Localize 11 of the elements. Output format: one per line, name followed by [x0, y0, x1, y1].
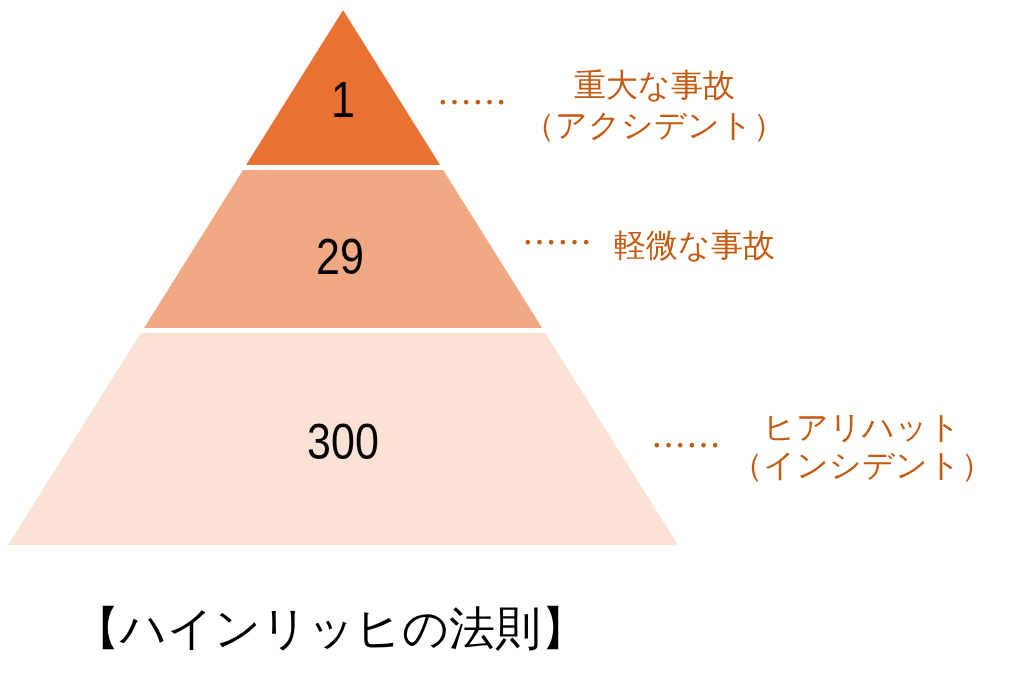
tier-count: 1 — [331, 78, 355, 122]
dotted-leader: …… — [437, 98, 507, 106]
diagram-title: 【ハインリッヒの法則】 — [74, 603, 587, 653]
tier-count: 29 — [316, 235, 364, 279]
pyramid-top-tier — [245, 10, 441, 165]
tier-count: 300 — [307, 420, 379, 464]
dotted-leader: …… — [651, 441, 721, 449]
tier-description: 軽微な事故 — [613, 225, 775, 265]
tier-description: 重大な事故（アクシデント） — [523, 65, 785, 145]
dotted-leader: …… — [522, 238, 592, 246]
tier-description: ヒアリハット（インシデント） — [731, 408, 993, 484]
